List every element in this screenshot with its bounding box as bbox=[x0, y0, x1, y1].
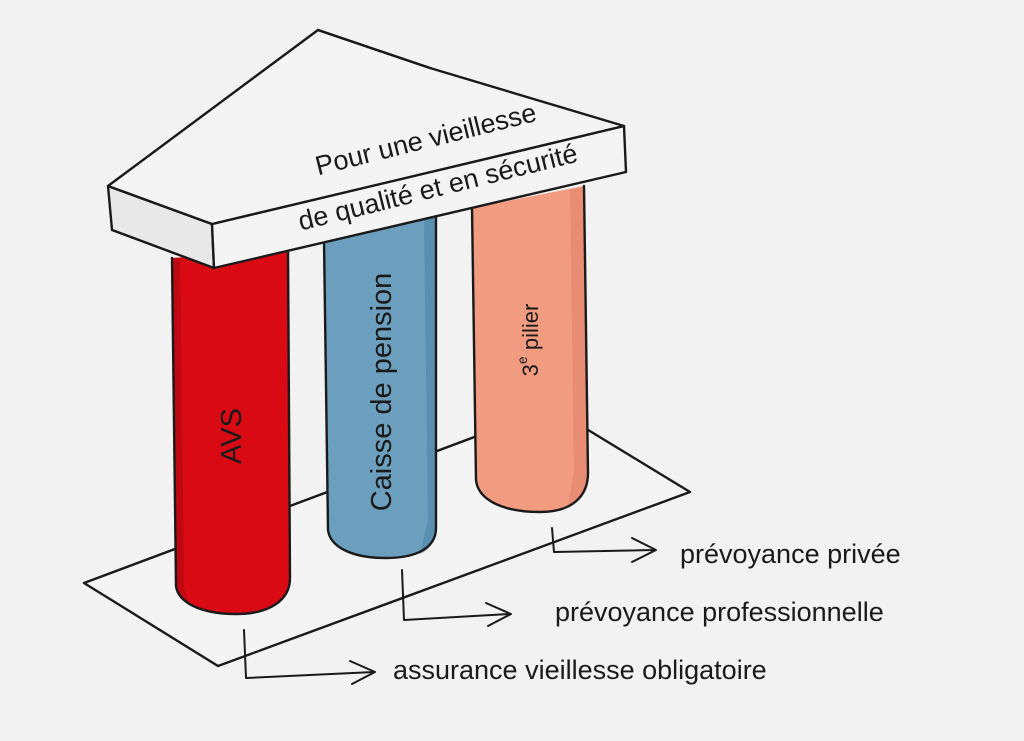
pillar-third-label-rest: pilier bbox=[518, 304, 543, 357]
pillar-second-label: Caisse de pension bbox=[366, 273, 398, 512]
annotation-professional: prévoyance professionnelle bbox=[401, 569, 884, 627]
annotation-professional-text: prévoyance professionnelle bbox=[555, 597, 884, 627]
annotation-mandatory: assurance vieillesse obligatoire bbox=[243, 629, 767, 685]
pillar-first-label: AVS bbox=[216, 408, 248, 464]
pillar-first-shade bbox=[172, 258, 198, 608]
pillar-first-body bbox=[172, 250, 290, 614]
arrow-mandatory bbox=[243, 629, 376, 685]
roof-top bbox=[106, 28, 626, 226]
annotation-mandatory-text: assurance vieillesse obligatoire bbox=[393, 655, 767, 685]
pillar-third-label-base: 3 bbox=[518, 364, 543, 376]
pillar-second-shade bbox=[420, 214, 436, 554]
pillar-second-body bbox=[324, 214, 436, 558]
pillar-first: AVS bbox=[170, 248, 292, 616]
pillar-third-shade bbox=[568, 186, 588, 508]
pillar-third: 3e pilier bbox=[470, 184, 590, 514]
annotation-private-text: prévoyance privée bbox=[680, 539, 901, 569]
roof: Pour une vieillesse de qualité et en séc… bbox=[106, 28, 628, 270]
arrow-private bbox=[551, 527, 657, 563]
arrow-professional bbox=[401, 569, 512, 627]
pillar-third-label-sup: e bbox=[514, 356, 530, 364]
pillar-third-label: 3e pilier bbox=[514, 304, 543, 377]
annotation-private: prévoyance privée bbox=[551, 527, 901, 569]
pillar-third-body bbox=[472, 186, 588, 512]
pillar-second: Caisse de pension bbox=[322, 212, 438, 560]
